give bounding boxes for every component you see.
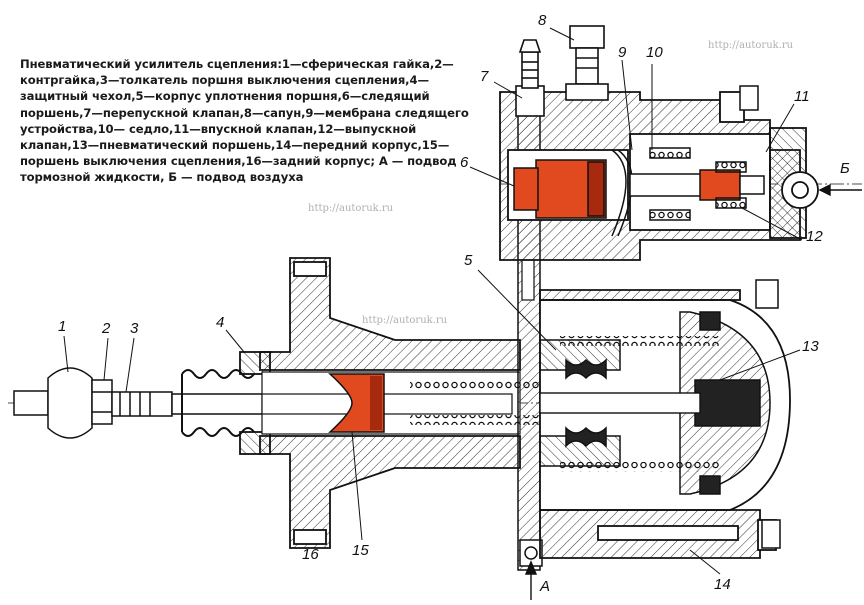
lock-nut-part bbox=[91, 379, 113, 425]
seal-housing-part bbox=[539, 339, 621, 467]
piston-spring-lower bbox=[560, 462, 720, 472]
callout-10: 10 bbox=[646, 44, 663, 61]
clutch-release-piston-part bbox=[328, 373, 385, 433]
inlet-label-b: Б bbox=[840, 160, 850, 177]
valve-seat-part bbox=[629, 147, 711, 221]
piston-spring-upper bbox=[560, 336, 720, 346]
return-spring-upper bbox=[410, 381, 540, 391]
callout-4: 4 bbox=[216, 314, 225, 331]
callout-1: 1 bbox=[58, 318, 67, 335]
inlet-valve-part bbox=[699, 161, 765, 209]
spherical-nut-part bbox=[13, 367, 93, 439]
breather-part bbox=[565, 25, 609, 101]
callout-3: 3 bbox=[130, 320, 139, 337]
return-spring-lower bbox=[410, 415, 540, 425]
callout-14: 14 bbox=[714, 576, 731, 593]
push-rod-inside bbox=[261, 393, 513, 415]
callout-8: 8 bbox=[538, 12, 547, 29]
callout-7: 7 bbox=[480, 68, 489, 85]
callout-9: 9 bbox=[618, 44, 627, 61]
callout-16: 16 bbox=[302, 546, 319, 563]
watermark-top: http://autoruk.ru bbox=[708, 40, 794, 51]
mounting-bolts bbox=[739, 85, 781, 549]
fluid-inlet-arrow bbox=[524, 560, 538, 600]
diagram-caption: Пневматический усилитель сцепления:1—сфе… bbox=[20, 57, 469, 185]
fluid-channel bbox=[521, 259, 535, 301]
inlet-label-a: А bbox=[540, 578, 551, 595]
watermark-middle: http://autoruk.ru bbox=[308, 203, 394, 214]
rear-housing-part bbox=[239, 257, 521, 549]
callout-6: 6 bbox=[460, 154, 469, 171]
watermark-lower: http://autoruk.ru bbox=[362, 315, 448, 326]
air-inlet-arrow bbox=[818, 183, 862, 197]
callout-2: 2 bbox=[102, 320, 111, 337]
callout-13: 13 bbox=[802, 338, 819, 355]
piston-rod bbox=[539, 392, 701, 414]
callout-15: 15 bbox=[352, 542, 369, 559]
callout-5: 5 bbox=[464, 252, 473, 269]
callout-11: 11 bbox=[794, 88, 810, 105]
callout-12: 12 bbox=[806, 228, 823, 245]
leader-lines bbox=[63, 27, 803, 575]
bypass-valve-part bbox=[515, 39, 545, 117]
follower-piston-part bbox=[513, 159, 607, 219]
